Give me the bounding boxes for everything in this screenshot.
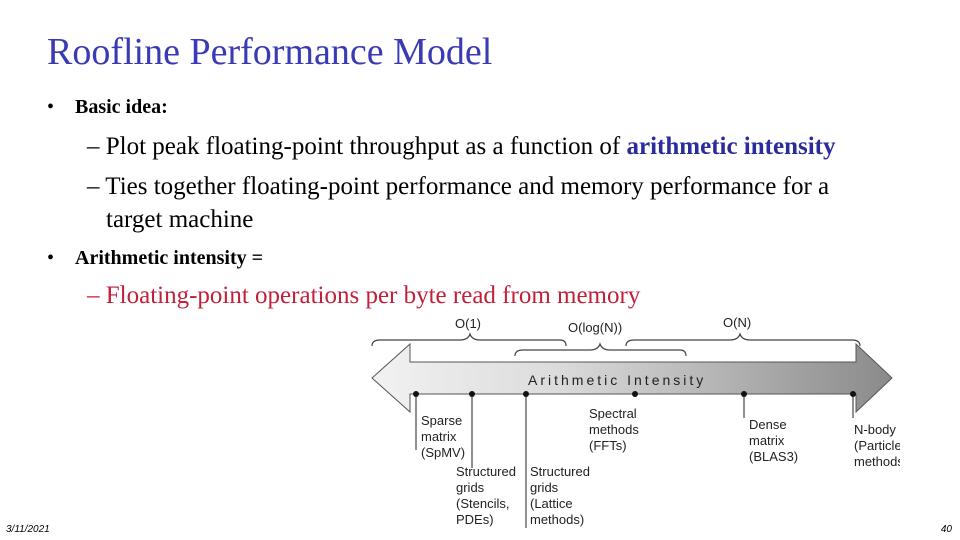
highlight-arithmetic-intensity: arithmetic intensity bbox=[626, 133, 836, 160]
category-line: methods) bbox=[854, 454, 900, 469]
bullet-basic-idea: • Basic idea: bbox=[47, 96, 168, 119]
sub-bullet-plot: – Plot peak floating-point throughput as… bbox=[87, 133, 835, 161]
category-line: PDEs) bbox=[456, 512, 494, 527]
intensity-arrow bbox=[371, 342, 893, 414]
category-line: Structured bbox=[530, 464, 590, 479]
category-line: (SpMV) bbox=[421, 445, 465, 460]
category-line: (Lattice bbox=[530, 496, 573, 511]
category-line: N-body bbox=[854, 422, 896, 437]
sub-bullet-ties-line2: target machine bbox=[106, 206, 254, 233]
complexity-label-ologn: O(log(N)) bbox=[568, 320, 622, 335]
category-sparse-matrix: Sparse matrix (SpMV) bbox=[421, 413, 465, 460]
footer-page-number: 40 bbox=[940, 524, 952, 535]
category-line: matrix bbox=[421, 429, 457, 444]
complexity-label-o1: O(1) bbox=[455, 316, 481, 331]
category-structured-grids-stencils: Structured grids (Stencils, PDEs) bbox=[456, 464, 516, 527]
brace-ologn bbox=[514, 342, 687, 357]
category-spectral-methods: Spectral methods (FFTs) bbox=[589, 406, 639, 453]
category-line: Spectral bbox=[589, 406, 637, 421]
marker-dots bbox=[413, 391, 856, 397]
bullet-basic-idea-text: Basic idea: bbox=[75, 96, 168, 118]
slide-title: Roofline Performance Model bbox=[47, 31, 493, 73]
bullet-arithmetic-intensity: • Arithmetic intensity = bbox=[47, 247, 263, 270]
footer-date: 3/11/2021 bbox=[6, 524, 50, 535]
axis-label: Arithmetic Intensity bbox=[528, 372, 706, 388]
category-line: Sparse bbox=[421, 413, 462, 428]
sub-bullet-ties-line1: – Ties together floating-point performan… bbox=[87, 173, 830, 200]
bullet-arithmetic-intensity-text: Arithmetic intensity = bbox=[75, 247, 264, 269]
category-line: grids bbox=[530, 480, 559, 495]
category-line: Dense bbox=[749, 417, 787, 432]
category-line: (Particle bbox=[854, 438, 900, 453]
category-line: methods bbox=[589, 422, 639, 437]
marker-lines bbox=[415, 394, 854, 528]
category-line: matrix bbox=[749, 433, 785, 448]
category-line: grids bbox=[456, 480, 485, 495]
category-line: (BLAS3) bbox=[749, 449, 798, 464]
brace-on bbox=[625, 332, 861, 347]
category-line: Structured bbox=[456, 464, 516, 479]
category-line: (Stencils, bbox=[456, 496, 509, 511]
bullet-dot: • bbox=[47, 96, 55, 118]
bullet-dot: • bbox=[47, 247, 55, 269]
category-structured-grids-lattice: Structured grids (Lattice methods) bbox=[530, 464, 590, 527]
sub-bullet-plot-text: – Plot peak floating-point throughput as… bbox=[87, 133, 627, 160]
category-line: methods) bbox=[530, 512, 584, 527]
category-n-body: N-body (Particle methods) bbox=[854, 422, 900, 469]
complexity-label-on: O(N) bbox=[723, 315, 751, 330]
sub-bullet-definition: – Floating-point operations per byte rea… bbox=[87, 282, 641, 309]
category-line: (FFTs) bbox=[589, 438, 627, 453]
brace-o1 bbox=[371, 332, 567, 347]
arithmetic-intensity-diagram: O(1) O(log(N)) O(N) Arithmetic Intensity… bbox=[371, 315, 900, 528]
category-dense-matrix: Dense matrix (BLAS3) bbox=[749, 417, 798, 464]
